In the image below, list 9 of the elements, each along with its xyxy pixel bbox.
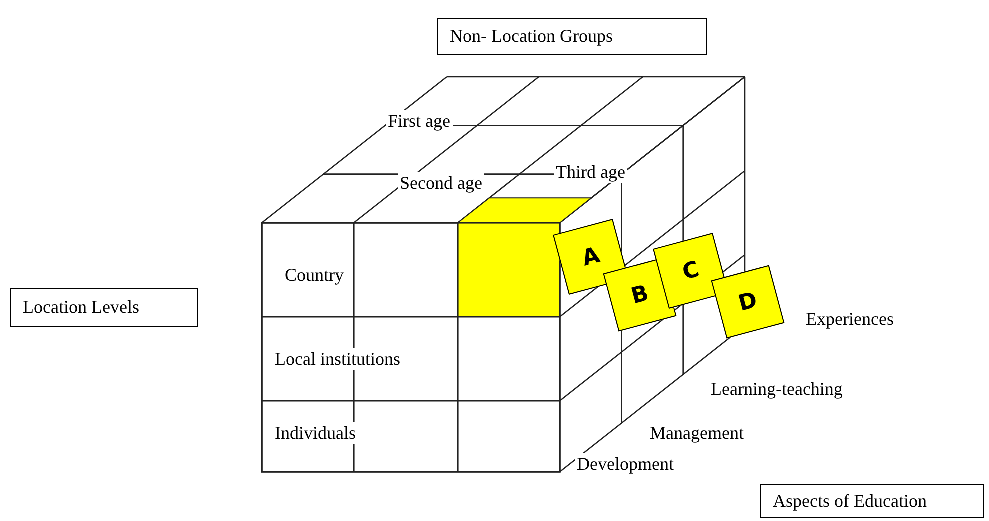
label-box: Non- Location Groups [437, 18, 707, 55]
axis-label: Individuals [273, 422, 358, 444]
label-box: Aspects of Education [760, 484, 984, 518]
axis-label: Local institutions [273, 348, 402, 370]
label-box: Location Levels [10, 288, 198, 327]
axis-label: First age [386, 110, 452, 132]
cube-tile: D [711, 265, 785, 339]
axis-label: Second age [398, 172, 484, 194]
axis-label: Development [575, 453, 676, 475]
